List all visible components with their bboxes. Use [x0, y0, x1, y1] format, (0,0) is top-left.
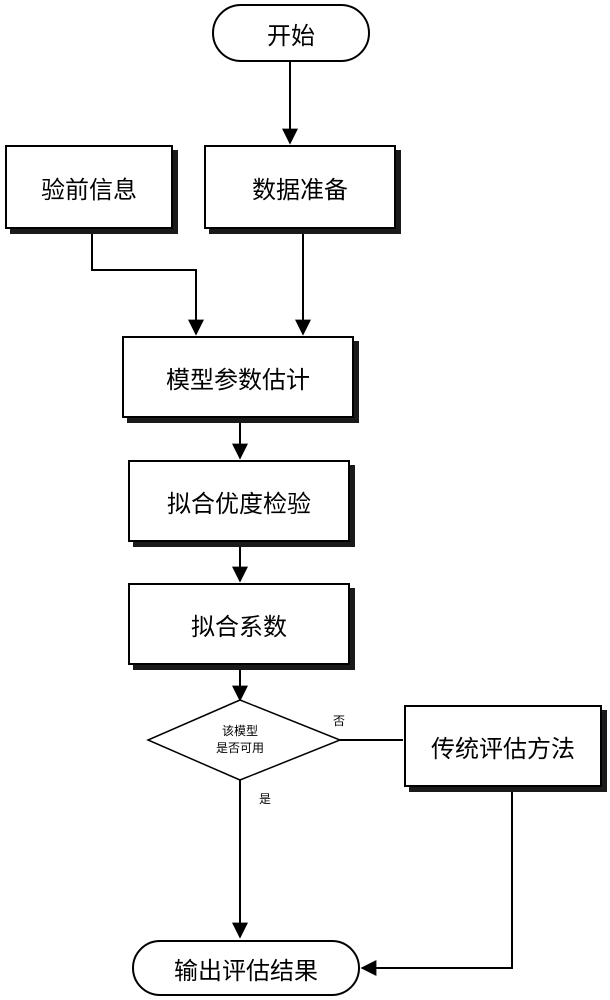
no-label: 否 [333, 714, 346, 728]
fit-coefficient-box: 拟合系数 [128, 583, 350, 665]
data-prep-label: 数据准备 [252, 175, 348, 204]
output-terminal: 输出评估结果 [132, 940, 360, 996]
decision-line-1: 该模型 [221, 724, 258, 738]
param-estimation-label: 模型参数估计 [166, 365, 310, 394]
decision-text: 该模型 是否可用 [195, 723, 285, 757]
goodness-test-box: 拟合优度检验 [128, 460, 350, 542]
start-label: 开始 [267, 21, 315, 50]
prior-info-box: 验前信息 [5, 145, 173, 229]
prior-info-label: 验前信息 [41, 175, 137, 204]
param-estimation-box: 模型参数估计 [122, 336, 354, 418]
start-terminal: 开始 [212, 4, 370, 62]
decision-line-2: 是否可用 [215, 741, 264, 755]
traditional-method-box: 传统评估方法 [404, 705, 602, 787]
goodness-test-label: 拟合优度检验 [167, 489, 311, 518]
fit-coefficient-label: 拟合系数 [191, 612, 287, 641]
data-prep-box: 数据准备 [204, 145, 396, 229]
traditional-method-label: 传统评估方法 [431, 734, 575, 763]
edge-prior-to-estimation [91, 230, 204, 336]
output-label: 输出评估结果 [174, 956, 318, 985]
edge-traditional-to-output [360, 790, 513, 976]
yes-label: 是 [259, 792, 272, 806]
